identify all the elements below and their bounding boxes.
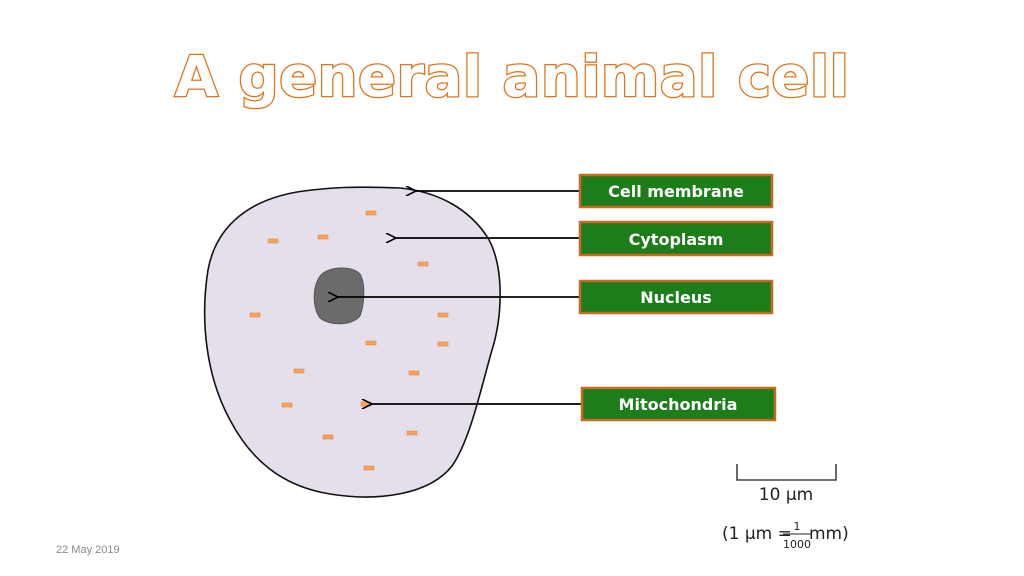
page-title: A general animal cell (175, 45, 850, 110)
fraction-numerator: 1 (794, 520, 801, 533)
label-text: Mitochondria (619, 395, 738, 414)
mitochondrion (437, 312, 449, 318)
mitochondria-group (249, 210, 449, 471)
mitochondrion (249, 312, 261, 318)
mitochondrion (365, 340, 377, 346)
label-cytoplasm: Cytoplasm (578, 220, 774, 257)
scale-length-label: 10 µm (759, 485, 813, 505)
mitochondrion (267, 238, 279, 244)
scale-bar-line (736, 464, 837, 481)
mitochondrion (437, 341, 449, 347)
label-text: Nucleus (640, 288, 712, 307)
mitochondrion (408, 370, 420, 376)
mitochondrion (322, 434, 334, 440)
label-box (580, 386, 777, 422)
label-mitochondria: Mitochondria (580, 386, 777, 422)
mitochondrion (281, 402, 293, 408)
label-box (578, 279, 774, 315)
label-box (578, 220, 774, 257)
mitochondrion (417, 261, 429, 267)
mitochondrion (365, 210, 377, 216)
label-nucleus: Nucleus (578, 279, 774, 315)
label-text: Cell membrane (608, 182, 744, 201)
unit-conversion: (1 µm = 1 1000 mm) (722, 520, 849, 551)
mitochondrion (317, 234, 329, 240)
mitochondrion (293, 368, 305, 374)
conversion-prefix: (1 µm = (722, 524, 792, 544)
mitochondrion (406, 430, 418, 436)
conversion-suffix: mm) (809, 524, 849, 544)
cell-membrane-outline (203, 186, 501, 498)
scale-bar: 10 µm (736, 464, 837, 505)
mitochondrion (363, 465, 375, 471)
fraction-denominator: 1000 (783, 538, 811, 551)
label-box (578, 173, 774, 209)
label-cell-membrane: Cell membrane (578, 173, 774, 209)
mitochondrion (360, 401, 372, 407)
footer-date: 22 May 2019 (56, 544, 120, 556)
nucleus-shape (313, 267, 365, 325)
label-text: Cytoplasm (629, 230, 724, 249)
